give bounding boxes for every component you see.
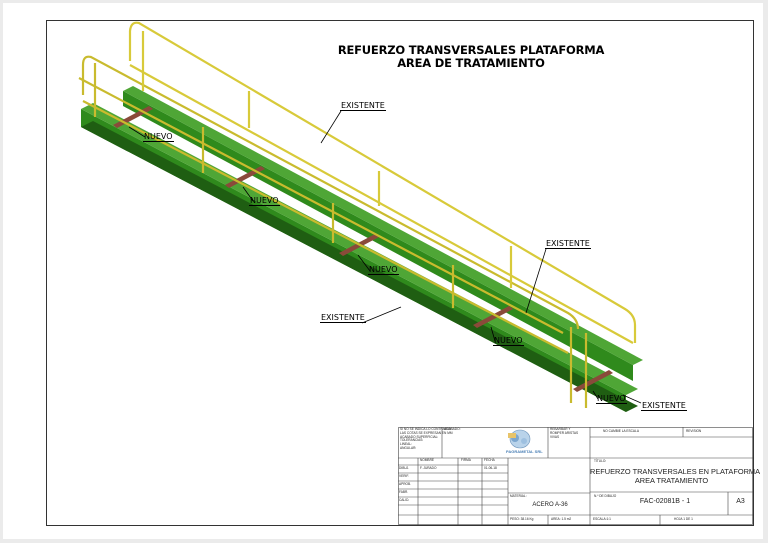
title-block: SI NO SE INDICA LO CONTRARIO: LAS COTAS … xyxy=(398,427,761,525)
drawing-title-line1: REFUERZO TRANSVERSALES PLATAFORMA xyxy=(337,43,605,57)
drawing-title-line2: AREA DE TRATAMIENTO xyxy=(397,56,545,70)
header-nombre: NOMBRE xyxy=(420,458,434,462)
escala: ESCALA:1:1 xyxy=(593,517,611,521)
header-fecha: FECHA xyxy=(484,458,495,462)
callout-nuevo-3: NUEVO xyxy=(368,265,399,275)
acabado-label: ACABADO: xyxy=(444,427,461,431)
row-calid: CALID. xyxy=(399,498,410,502)
isometric-drawing xyxy=(78,21,643,412)
no-cambie-escala: NO CAMBIE LA ESCALA xyxy=(603,429,639,433)
callout-nuevo-4: NUEVO xyxy=(493,336,524,346)
dibuj-date: 01-06-18 xyxy=(484,466,497,470)
hoja: HOJA 1 DE 1 xyxy=(674,517,693,521)
sheet-size: A3 xyxy=(736,498,745,505)
revision-label: REVISION xyxy=(686,429,702,433)
callout-nuevo-2: NUEVO xyxy=(249,196,280,206)
back-beam xyxy=(123,86,643,381)
titulo-label: TÍTULO: xyxy=(594,459,607,463)
callout-nuevo-5: NUEVO xyxy=(596,394,627,404)
callout-existente-left: EXISTENTE xyxy=(320,313,366,323)
front-beam xyxy=(81,103,638,412)
title-block-grid xyxy=(398,427,753,525)
callout-existente-right: EXISTENTE xyxy=(545,239,591,249)
material-label: MATERIAL: xyxy=(510,494,527,498)
dibuj-name: F. JURADO xyxy=(420,466,437,470)
general-notes: SI NO SE INDICA LO CONTRARIO: LAS COTAS … xyxy=(400,427,453,450)
callout-nuevo-1: NUEVO xyxy=(143,132,174,142)
company-name: PAGRAMETAL SRL xyxy=(506,449,543,454)
n-dibujo-label: N.º DE DIBUJO xyxy=(594,494,617,498)
back-railing xyxy=(128,21,637,344)
area: AREA: 1.5 m2 xyxy=(551,517,572,521)
callout-existente-top: EXISTENTE xyxy=(340,101,386,111)
material-value: ACERO A-36 xyxy=(532,502,568,508)
row-dibuj: DIBUJ. xyxy=(399,466,410,470)
drawing-number: FAC-02081B - 1 xyxy=(639,498,691,505)
peso: PESO: 38.16 Kg xyxy=(510,517,534,521)
leader-lines xyxy=(128,110,642,404)
callout-existente-bottom: EXISTENTE xyxy=(641,401,687,411)
rebarbar-note: REBARBAR Y ROMPER ARISTAS VIVAS xyxy=(550,427,579,439)
row-aprob: APROB. xyxy=(399,482,412,486)
drawing-title-block: REFUERZO TRANSVERSALES EN PLATAFORMA ARE… xyxy=(590,467,761,485)
row-verif: VERIF. xyxy=(399,474,409,478)
sheet-border xyxy=(46,20,754,526)
drawing-sheet: REFUERZO TRANSVERSALES PLATAFORMA AREA D… xyxy=(3,3,763,539)
header-firma: FIRMA xyxy=(461,458,471,462)
company-logo-icon xyxy=(508,429,531,449)
front-railing xyxy=(78,55,588,408)
row-fabr: FABR. xyxy=(399,490,409,494)
